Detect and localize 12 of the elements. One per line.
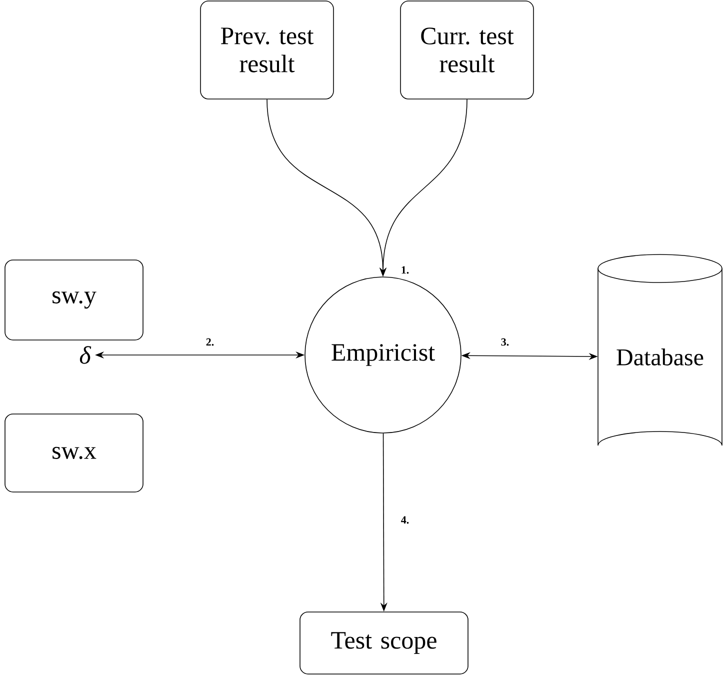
- process-box: Prev. test result: [200, 0, 334, 100]
- edge-label: 3.: [501, 338, 509, 346]
- node-label: Database: [616, 348, 704, 366]
- process-box: Curr. test result: [400, 0, 534, 100]
- edge-label: 1.: [402, 266, 409, 274]
- edge-label: 2.: [206, 338, 214, 346]
- process-box: Test scope: [300, 612, 468, 674]
- database-cylinder: Database: [598, 254, 722, 446]
- process-box: sw.y: [4, 260, 144, 340]
- edge-label: 4.: [401, 516, 409, 524]
- symbol-label: δ: [80, 346, 92, 364]
- process-box: sw.x: [4, 414, 144, 492]
